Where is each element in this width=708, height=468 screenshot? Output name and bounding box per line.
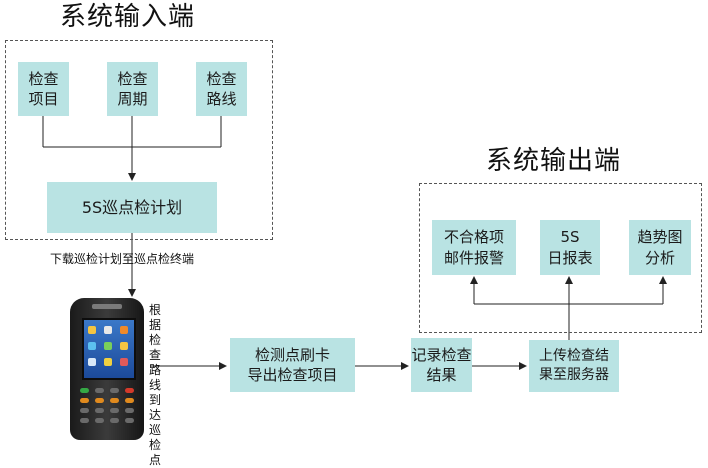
output-item-trend-analysis: 趋势图 分析	[629, 220, 691, 275]
input-item-label: 检查 项目	[28, 69, 59, 108]
output-item-label: 不合格项 邮件报警	[443, 228, 504, 267]
input-item-check-route: 检查 路线	[196, 62, 247, 116]
input-section-title: 系统输入端	[60, 2, 196, 32]
record-result-label: 记录检查 结果	[411, 345, 472, 384]
download-label: 下载巡检计划至巡点检终端	[50, 252, 195, 266]
output-item-email-alert: 不合格项 邮件报警	[432, 220, 516, 275]
input-item-check-cycle: 检查 周期	[107, 62, 158, 116]
inspection-plan-label: 5S巡点检计划	[81, 197, 183, 217]
swipe-card-box: 检测点刷卡 导出检查项目	[230, 338, 355, 392]
output-item-daily-report: 5S 日报表	[540, 220, 600, 275]
input-item-label: 检查 周期	[117, 69, 148, 108]
device-route-label: 根据检查路线到达巡检点	[148, 303, 161, 467]
upload-server-box: 上传检查结 果至服务器	[529, 340, 619, 392]
handheld-terminal-icon	[70, 298, 144, 440]
input-section-group	[5, 40, 273, 240]
upload-server-label: 上传检查结 果至服务器	[539, 348, 609, 383]
output-item-label: 5S 日报表	[547, 228, 593, 267]
input-item-check-items: 检查 项目	[18, 62, 69, 116]
connector-lines	[42, 116, 667, 370]
swipe-card-label: 检测点刷卡 导出检查项目	[247, 345, 338, 384]
inspection-plan-box: 5S巡点检计划	[47, 182, 217, 233]
output-section-title: 系统输出端	[486, 146, 622, 176]
record-result-box: 记录检查 结果	[411, 338, 472, 392]
output-section-group	[419, 183, 702, 333]
input-item-label: 检查 路线	[206, 69, 237, 108]
output-item-label: 趋势图 分析	[637, 228, 683, 267]
